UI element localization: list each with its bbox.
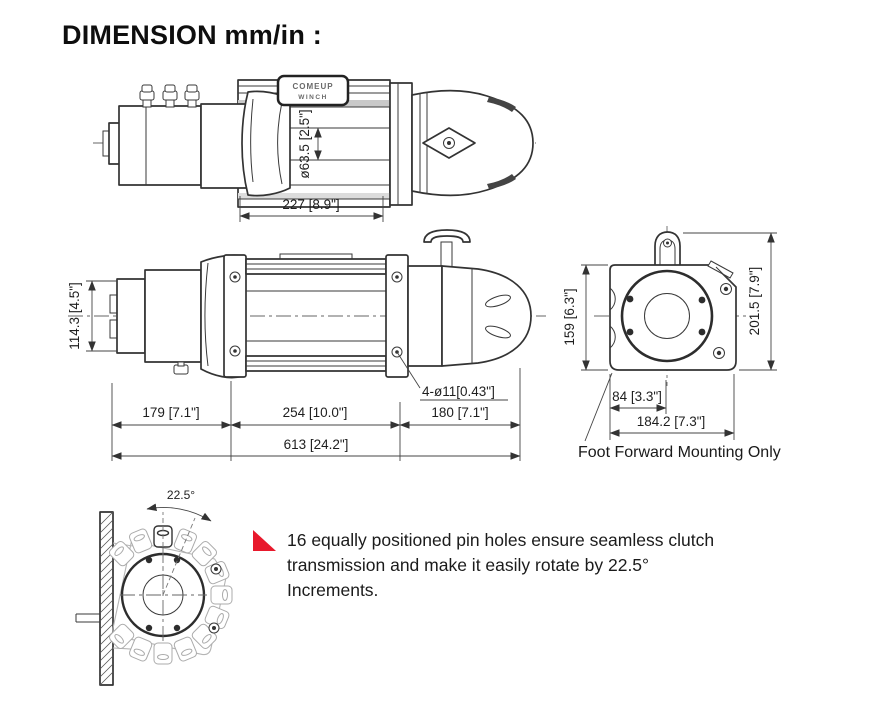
side-view: 4-ø11[0.43"] 114.3 [4.5"] 179 [7.1"] 254… — [67, 229, 546, 461]
note-line: transmission and make it easily rotate b… — [287, 555, 650, 575]
angle-label: 22.5° — [167, 488, 195, 502]
clutch-knob-icon — [422, 127, 476, 159]
dim-center-offset-label: 84 [3.3"] — [612, 389, 662, 404]
note-line: 16 equally positioned pin holes ensure s… — [287, 530, 715, 550]
end-view-handle — [654, 231, 681, 265]
pin-hole-tabs — [109, 525, 233, 665]
top-view: COMEUP WINCH ø63.5 [2.5"] 227 [8.9"] — [93, 74, 536, 222]
badge-brand-text: COMEUP — [292, 82, 333, 91]
dim-gear-section-label: 180 [7.1"] — [431, 405, 488, 420]
page-title: DIMENSION mm/in : — [62, 20, 322, 50]
dim-motor-height-label: 114.3 [4.5"] — [67, 282, 82, 350]
clutch-lever-icon — [423, 229, 471, 269]
mounting-caption: Foot Forward Mounting Only — [578, 444, 781, 461]
ghost-housing-outline — [112, 540, 227, 656]
dim-body-height-label: 159 [6.3"] — [562, 288, 577, 345]
end-view: 159 [6.3"] 201.5 [7.9"] 84 [3.3"] 184.2 … — [562, 226, 781, 461]
note-line: Increments. — [287, 580, 379, 600]
dim-drum-length-label: 227 [8.9"] — [282, 197, 339, 212]
badge-product-text: WINCH — [298, 94, 328, 101]
dim-base-width-label: 184.2 [7.3"] — [637, 414, 706, 429]
dim-overall-length-label: 613 [24.2"] — [284, 437, 349, 452]
note-text: 16 equally positioned pin holes ensure s… — [287, 528, 767, 603]
callout-mounting-holes-label: 4-ø11[0.43"] — [422, 384, 495, 399]
detail-view: 22.5° — [75, 488, 233, 686]
dim-drum-diameter-label: ø63.5 [2.5"] — [297, 109, 312, 178]
dim-drum-section-label: 254 [10.0"] — [283, 405, 348, 420]
dim-motor-section-label: 179 [7.1"] — [142, 405, 199, 420]
brand-badge: COMEUP WINCH — [276, 74, 350, 107]
motor-terminals-icon — [139, 84, 200, 108]
red-arrow-icon — [253, 530, 276, 551]
dim-overall-height-label: 201.5 [7.9"] — [747, 267, 762, 336]
